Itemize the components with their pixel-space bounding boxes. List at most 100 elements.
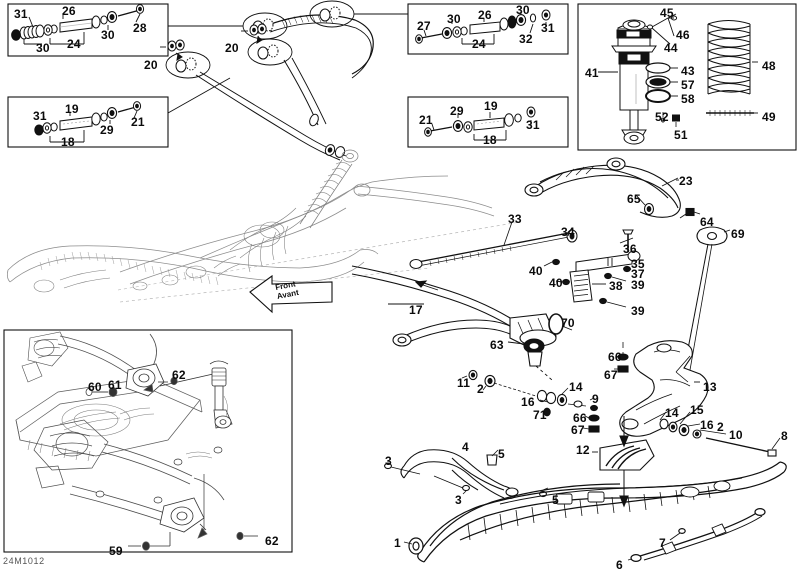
callout-23: 23 <box>679 174 693 188</box>
callout-67: 67 <box>571 423 585 437</box>
callout-49: 49 <box>762 110 776 124</box>
callout-6: 6 <box>616 558 623 572</box>
callout-58: 58 <box>681 92 695 106</box>
callout-31: 31 <box>541 21 555 35</box>
callout-26: 26 <box>62 4 76 18</box>
callout-30: 30 <box>101 28 115 42</box>
callout-26: 26 <box>478 8 492 22</box>
front-direction-badge: Front Avant <box>248 276 334 308</box>
callout-40: 40 <box>549 276 563 290</box>
sway-bar-rod-bracket <box>409 221 641 308</box>
callout-63: 63 <box>490 338 504 352</box>
callout-40: 40 <box>529 264 543 278</box>
callout-66: 66 <box>573 411 587 425</box>
callout-59: 59 <box>109 544 123 558</box>
callout-5: 5 <box>552 493 559 507</box>
ski <box>403 461 787 563</box>
lower-left-linkage <box>34 101 142 143</box>
callout-39: 39 <box>631 304 645 318</box>
callout-35: 35 <box>631 257 645 271</box>
callout-27: 27 <box>417 19 431 33</box>
callout-29: 29 <box>100 123 114 137</box>
upper-right-linkage <box>415 9 551 45</box>
callout-28: 28 <box>133 21 147 35</box>
callout-66: 66 <box>608 350 622 364</box>
callout-18: 18 <box>61 135 75 149</box>
callout-45: 45 <box>660 6 674 20</box>
callout-65: 65 <box>627 192 641 206</box>
callout-39: 39 <box>631 278 645 292</box>
callout-16: 16 <box>521 395 535 409</box>
callout-46: 46 <box>676 28 690 42</box>
callout-36: 36 <box>623 242 637 256</box>
sway-bar-top <box>160 0 408 161</box>
callout-30: 30 <box>36 41 50 55</box>
callout-62: 62 <box>172 368 186 382</box>
callout-71: 71 <box>533 408 547 422</box>
callout-14: 14 <box>665 406 679 420</box>
callout-21: 21 <box>131 115 145 129</box>
front-suspension-assembly <box>6 149 521 303</box>
callout-8: 8 <box>781 429 788 443</box>
callout-69: 69 <box>731 227 745 241</box>
callout-57: 57 <box>681 78 695 92</box>
callout-2: 2 <box>717 420 724 434</box>
callout-30: 30 <box>447 12 461 26</box>
callout-4: 4 <box>462 440 469 454</box>
callout-29: 29 <box>450 104 464 118</box>
spindle-assembly <box>461 340 781 508</box>
callout-19: 19 <box>65 102 79 116</box>
callout-62: 62 <box>265 534 279 548</box>
callout-33: 33 <box>508 212 522 226</box>
rear-suspension-detail <box>15 331 258 551</box>
callout-31: 31 <box>526 118 540 132</box>
callout-31: 31 <box>14 7 28 21</box>
callout-32: 32 <box>519 32 533 46</box>
callout-17: 17 <box>409 303 423 317</box>
callout-11: 11 <box>457 376 471 390</box>
document-id: 24M1012 <box>3 556 45 566</box>
callout-70: 70 <box>561 316 575 330</box>
callout-44: 44 <box>664 41 678 55</box>
ski-handle <box>384 449 549 500</box>
callout-38: 38 <box>609 279 623 293</box>
callout-20: 20 <box>225 41 239 55</box>
front-direction-arrow <box>249 274 333 314</box>
callout-3: 3 <box>385 454 392 468</box>
callout-61: 61 <box>108 378 122 392</box>
lower-right-linkage <box>424 106 536 141</box>
callout-19: 19 <box>484 99 498 113</box>
callout-34: 34 <box>561 225 575 239</box>
callout-10: 10 <box>729 428 743 442</box>
callout-24: 24 <box>472 37 486 51</box>
callout-31: 31 <box>33 109 47 123</box>
callout-37: 37 <box>631 267 645 281</box>
callout-1: 1 <box>394 536 401 550</box>
callout-51: 51 <box>674 128 688 142</box>
callout-5: 5 <box>498 447 505 461</box>
callout-21: 21 <box>419 113 433 127</box>
upper-left-linkage <box>11 4 145 45</box>
callout-18: 18 <box>483 133 497 147</box>
callout-43: 43 <box>681 64 695 78</box>
callout-64: 64 <box>700 215 714 229</box>
callout-14: 14 <box>569 380 583 394</box>
callout-7: 7 <box>659 536 666 550</box>
panel-borders <box>3 3 797 553</box>
callout-9: 9 <box>592 392 599 406</box>
callout-52: 52 <box>655 110 669 124</box>
callout-13: 13 <box>703 380 717 394</box>
callout-12: 12 <box>576 443 590 457</box>
lower-a-arm <box>351 265 573 381</box>
callout-15: 15 <box>690 403 704 417</box>
callout-30: 30 <box>516 3 530 17</box>
callout-2: 2 <box>477 382 484 396</box>
callout-60: 60 <box>88 380 102 394</box>
callout-41: 41 <box>585 66 599 80</box>
callout-3: 3 <box>455 493 462 507</box>
callout-16: 16 <box>700 418 714 432</box>
callout-48: 48 <box>762 59 776 73</box>
callout-20: 20 <box>144 58 158 72</box>
